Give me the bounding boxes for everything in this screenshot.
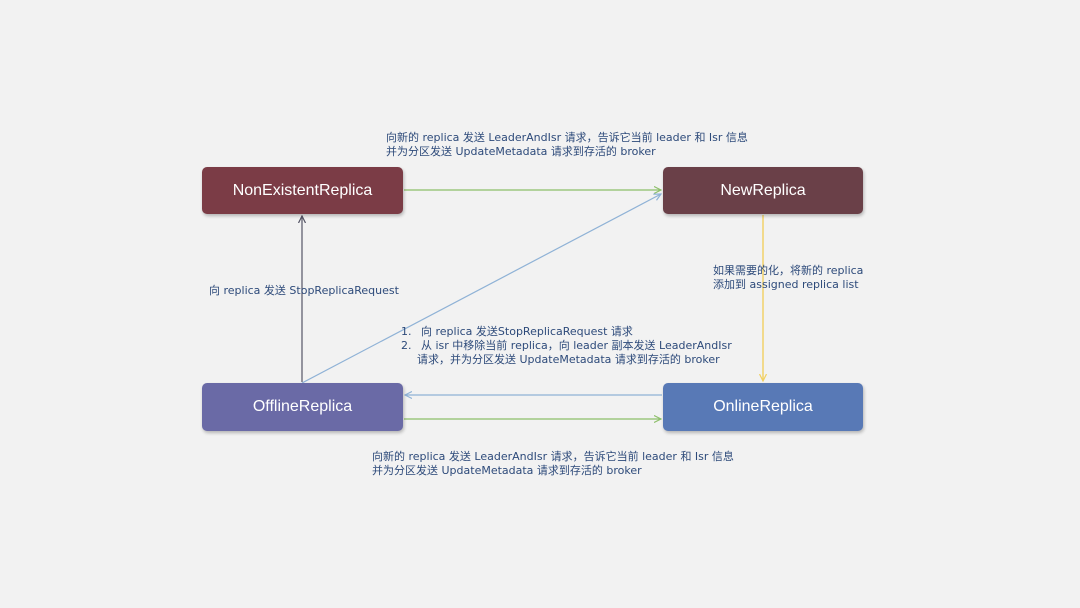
list-text-continuation: 请求，并为分区发送 UpdateMetadata 请求到存活的 broker — [417, 353, 720, 366]
label-line: 并为分区发送 UpdateMetadata 请求到存活的 broker — [372, 464, 642, 477]
node-label: OnlineReplica — [713, 398, 813, 415]
node-label: NewReplica — [720, 181, 806, 199]
list-number: 1. — [401, 325, 412, 338]
label-line: 向新的 replica 发送 LeaderAndIsr 请求，告诉它当前 lea… — [386, 131, 748, 144]
node-new-replica: NewReplica — [663, 167, 863, 214]
label-online-to-offline: 1. 向 replica 发送StopReplicaRequest 请求 2. … — [401, 325, 732, 367]
label-line: 向 replica 发送 StopReplicaRequest — [209, 284, 399, 297]
list-item: 2. 从 isr 中移除当前 replica，向 leader 副本发送 Lea… — [401, 339, 732, 353]
node-label: NonExistentReplica — [232, 181, 373, 199]
label-line: 并为分区发送 UpdateMetadata 请求到存活的 broker — [386, 145, 656, 158]
label-line: 向新的 replica 发送 LeaderAndIsr 请求，告诉它当前 lea… — [372, 450, 734, 463]
label-offline-to-nonexistent: 向 replica 发送 StopReplicaRequest — [209, 284, 399, 298]
edge-offline-to-new — [301, 194, 661, 384]
label-line: 添加到 assigned replica list — [713, 278, 859, 291]
node-offline-replica: OfflineReplica — [202, 383, 403, 431]
label-line: 如果需要的化，将新的 replica — [713, 264, 864, 277]
label-new-to-online: 如果需要的化，将新的 replica 添加到 assigned replica … — [713, 264, 863, 292]
label-nonexistent-to-new: 向新的 replica 发送 LeaderAndIsr 请求，告诉它当前 lea… — [386, 131, 748, 159]
list-text: 向 replica 发送StopReplicaRequest 请求 — [421, 325, 633, 338]
node-online-replica: OnlineReplica — [663, 383, 863, 431]
node-nonexistent-replica: NonExistentReplica — [202, 167, 403, 214]
node-label: OfflineReplica — [252, 398, 353, 415]
list-text: 从 isr 中移除当前 replica，向 leader 副本发送 Leader… — [421, 339, 732, 352]
list-number: 2. — [401, 339, 412, 352]
label-offline-to-online: 向新的 replica 发送 LeaderAndIsr 请求，告诉它当前 lea… — [372, 450, 734, 478]
list-item: 1. 向 replica 发送StopReplicaRequest 请求 — [401, 325, 732, 339]
